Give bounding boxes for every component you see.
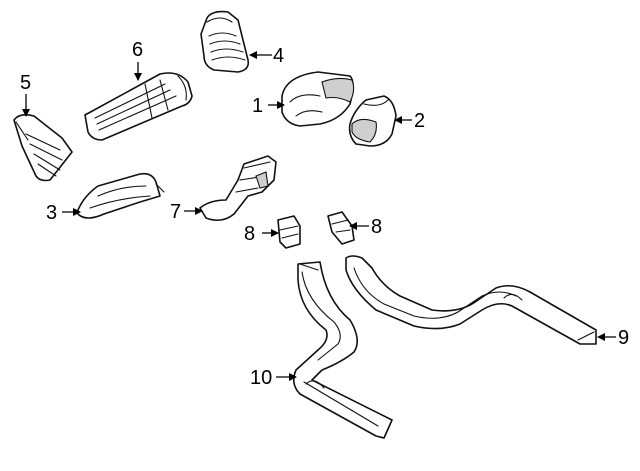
part-7-bracket-duct bbox=[199, 155, 277, 222]
callout-8a: 8 bbox=[244, 223, 279, 245]
callout-7-label: 7 bbox=[170, 201, 181, 223]
part-6-center-vent bbox=[84, 72, 193, 141]
callout-5-label: 5 bbox=[20, 72, 31, 94]
callout-9-label: 9 bbox=[618, 327, 629, 349]
callout-3: 3 bbox=[46, 202, 81, 224]
callout-8b: 8 bbox=[349, 216, 382, 238]
part-4-rear-vent bbox=[200, 10, 250, 73]
callout-1-label: 1 bbox=[252, 95, 263, 117]
callout-6-label: 6 bbox=[132, 39, 143, 61]
part-1-duct-elbow bbox=[281, 71, 355, 127]
part-8-clip-left bbox=[277, 215, 301, 249]
part-2-duct-connector bbox=[348, 95, 397, 147]
part-5-side-vent bbox=[13, 113, 73, 182]
callout-4: 4 bbox=[249, 45, 284, 67]
callout-8b-label: 8 bbox=[371, 216, 382, 238]
callout-2: 2 bbox=[394, 110, 425, 132]
callout-3-label: 3 bbox=[46, 202, 57, 224]
callout-8a-label: 8 bbox=[244, 223, 255, 245]
callout-10-label: 10 bbox=[250, 367, 272, 389]
part-10-floor-duct-left bbox=[292, 261, 393, 439]
callout-10: 10 bbox=[250, 367, 297, 389]
callout-7: 7 bbox=[170, 201, 203, 223]
part-9-floor-duct-right bbox=[345, 255, 597, 345]
callout-9: 9 bbox=[597, 327, 629, 349]
part-8-clip-right bbox=[327, 211, 355, 245]
callout-5: 5 bbox=[20, 72, 31, 117]
part-3-lower-duct bbox=[77, 172, 165, 219]
callout-2-label: 2 bbox=[414, 110, 425, 132]
callout-1: 1 bbox=[252, 95, 285, 117]
callout-6: 6 bbox=[132, 39, 143, 81]
callout-4-label: 4 bbox=[273, 45, 284, 67]
